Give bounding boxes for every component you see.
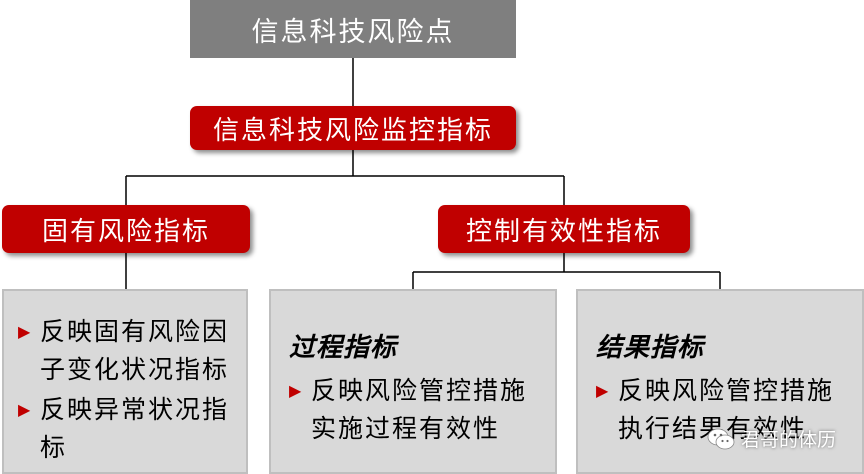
monitor-indicator-node: 信息科技风险监控指标 — [190, 106, 516, 150]
list-item: ▶ 反映风险管控措施执行结果有效性 — [596, 372, 852, 448]
wechat-icon — [707, 428, 735, 449]
bullet-text: 反映风险管控措施执行结果有效性 — [618, 376, 835, 443]
list-item: ▶ 反映异常状况指标 — [18, 391, 236, 467]
bullet-text: 反映风险管控措施实施过程有效性 — [311, 376, 528, 443]
inherent-risk-panel: ▶ 反映固有风险因子变化状况指标 ▶ 反映异常状况指标 — [2, 289, 248, 474]
red-triangle-bullet-icon: ▶ — [18, 400, 33, 419]
bullet-text: 反映异常状况指标 — [40, 395, 230, 462]
root-node: 信息科技风险点 — [190, 0, 516, 58]
red-triangle-bullet-icon: ▶ — [596, 381, 611, 400]
inherent-risk-node: 固有风险指标 — [2, 205, 250, 253]
list-item: ▶ 反映固有风险因子变化状况指标 — [18, 313, 236, 389]
control-effectiveness-label: 控制有效性指标 — [465, 216, 662, 247]
root-node-label: 信息科技风险点 — [251, 16, 455, 48]
process-indicator-heading: 过程指标 — [289, 333, 398, 363]
watermark: 君哥的体历 — [707, 425, 836, 452]
process-indicator-panel: 过程指标 ▶ 反映风险管控措施实施过程有效性 — [269, 289, 557, 474]
red-triangle-bullet-icon: ▶ — [18, 322, 33, 341]
red-triangle-bullet-icon: ▶ — [289, 381, 304, 400]
monitor-indicator-label: 信息科技风险监控指标 — [212, 115, 493, 146]
watermark-text: 君哥的体历 — [740, 429, 836, 451]
list-item: ▶ 反映风险管控措施实施过程有效性 — [289, 372, 545, 448]
control-effectiveness-node: 控制有效性指标 — [438, 205, 690, 253]
inherent-risk-label: 固有风险指标 — [41, 216, 210, 247]
result-indicator-heading: 结果指标 — [596, 333, 705, 363]
bullet-text: 反映固有风险因子变化状况指标 — [40, 317, 230, 384]
